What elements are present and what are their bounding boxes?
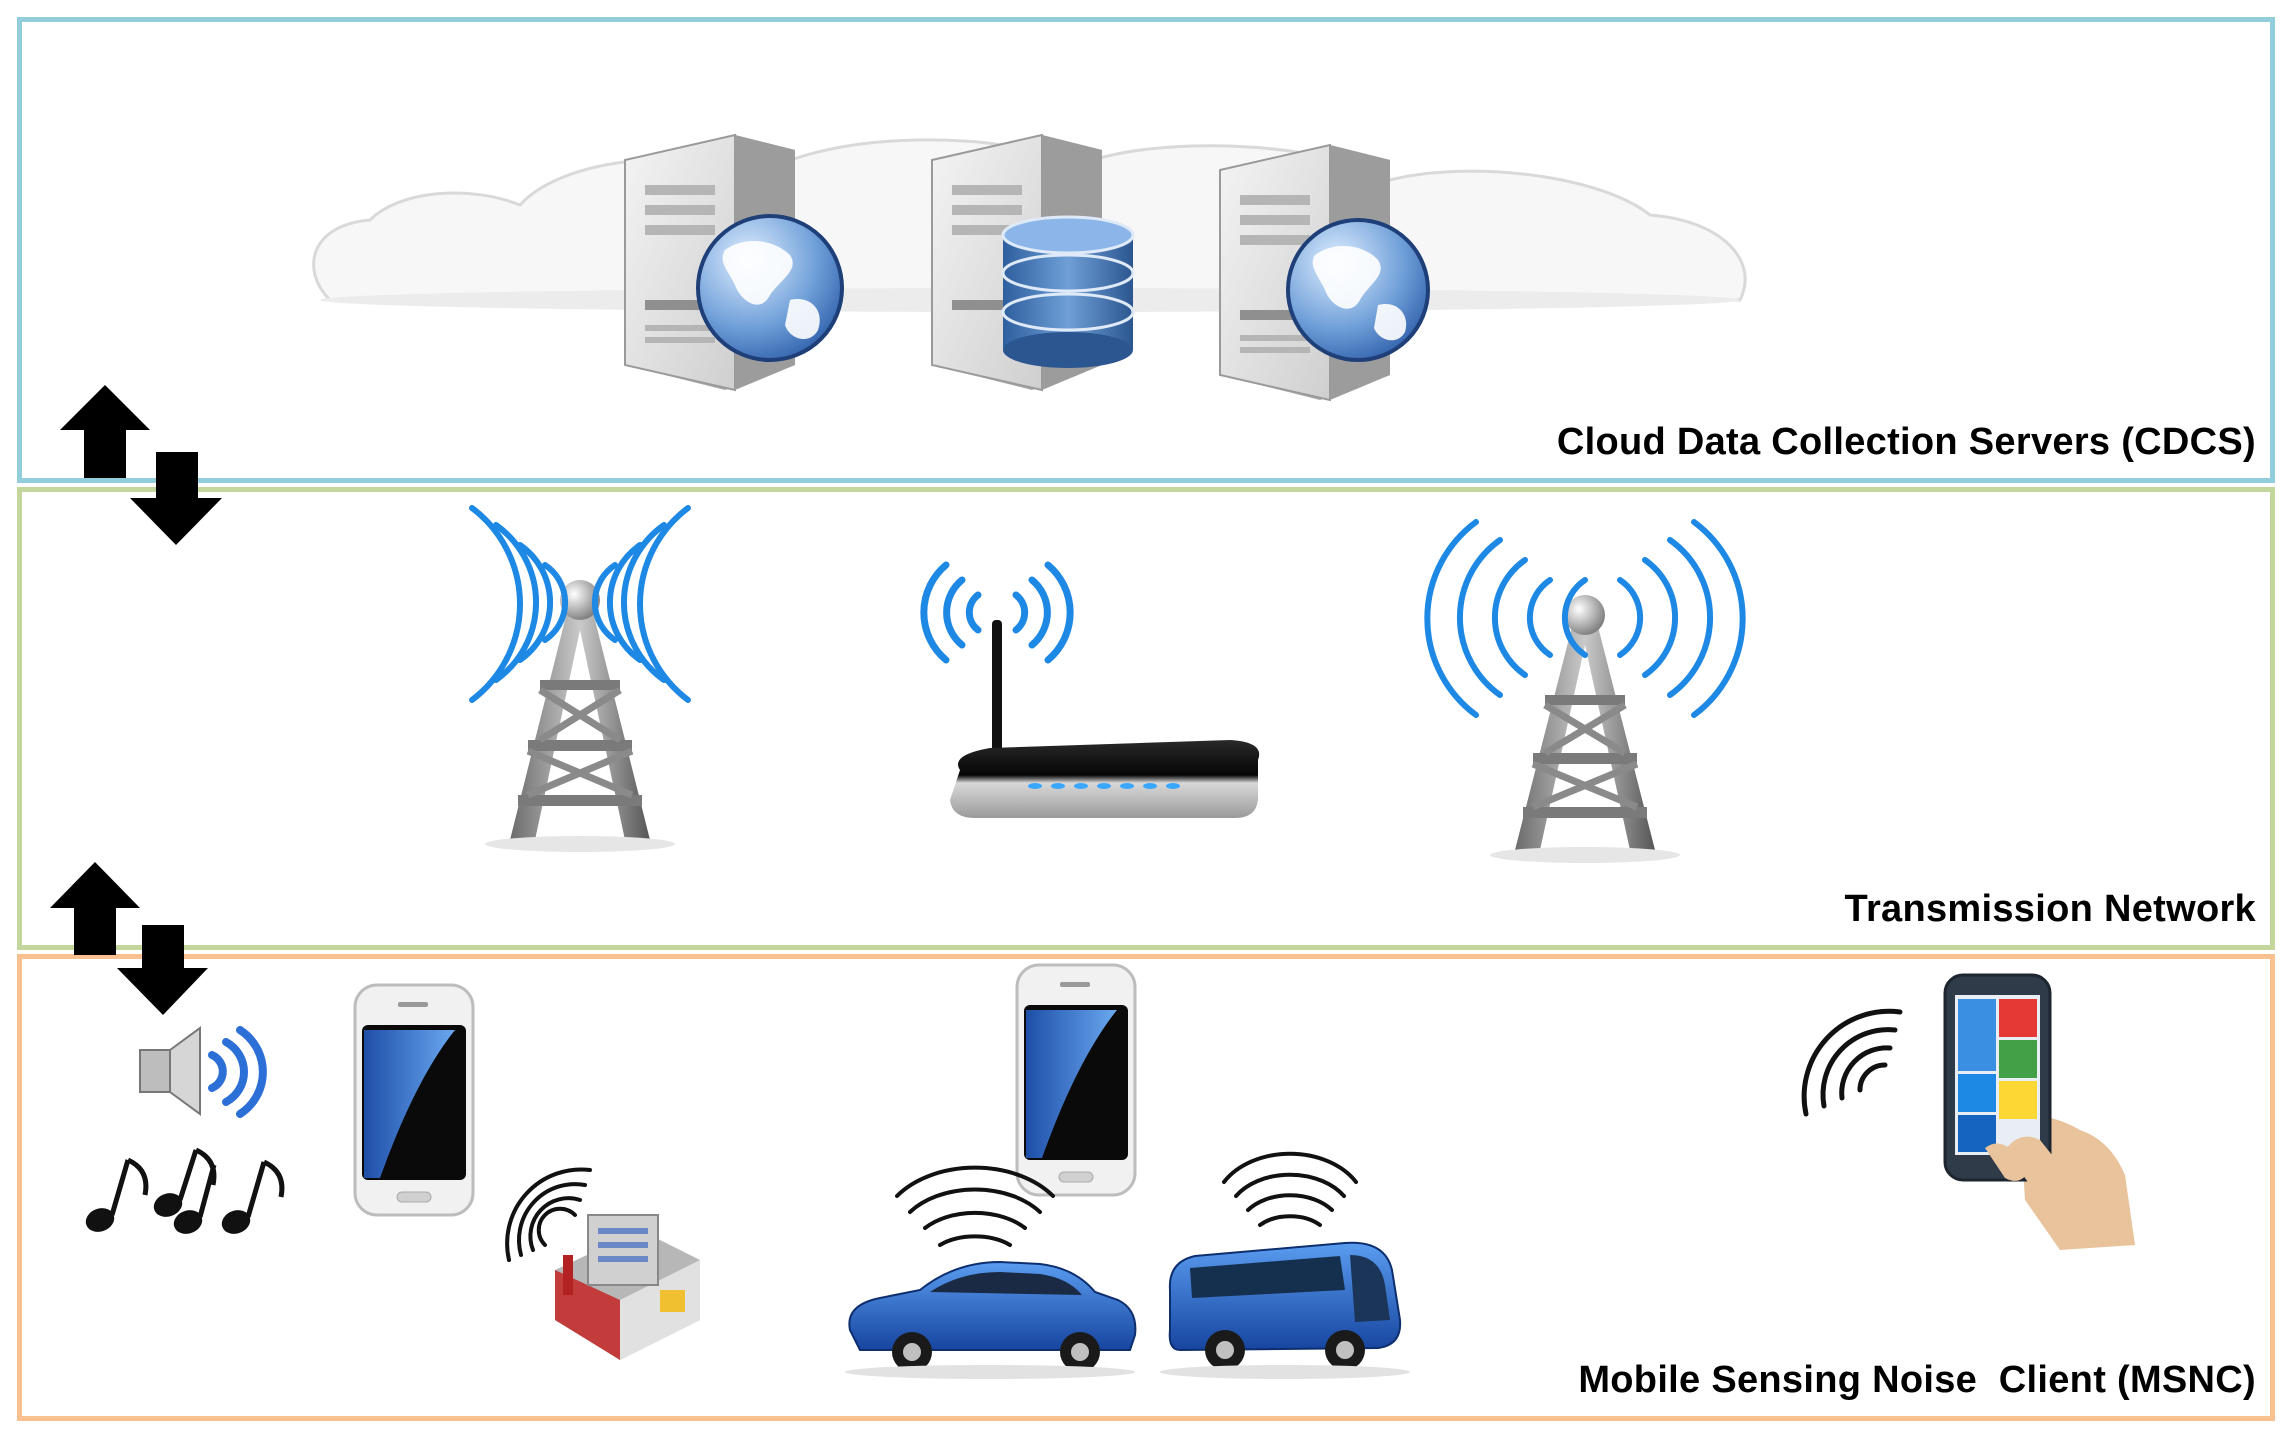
arrow-down-icon [130,452,222,545]
bus-icon [1160,1241,1410,1379]
arrow-up-icon [50,862,140,955]
arrow-up-icon [60,385,150,478]
wifi-router-icon [950,620,1260,818]
car-icon [845,1260,1137,1379]
signal-waves-icon [895,1165,1055,1247]
database-icon [1001,215,1135,368]
msnc-label: Mobile Sensing Noise Client (MSNC) [1578,1359,2256,1401]
cdcs-label: Cloud Data Collection Servers (CDCS) [1556,421,2256,463]
speaker-icon [139,1026,267,1118]
msnc-layer: Mobile Sensing Noise Client (MSNC) [17,954,2275,1421]
signal-waves-icon [505,1167,592,1262]
cell-tower-icon [485,580,675,852]
cell-tower-icon [1490,595,1680,863]
signal-waves-icon [920,561,1074,664]
signal-waves-icon [1222,1151,1358,1227]
smartphone-icon [1015,963,1137,1197]
arrow-down-icon [117,925,208,1015]
cdcs-layer: Cloud Data Collection Servers (CDCS) [17,17,2275,483]
smartphone-icon [353,983,475,1217]
hand-phone-icon [1943,973,2135,1250]
signal-waves-icon [469,505,691,703]
globe-icon [1286,218,1430,362]
signal-waves-icon [1801,1008,1903,1117]
network-label: Transmission Network [1844,888,2256,930]
globe-icon [696,214,844,362]
transmission-network-layer: Transmission Network [17,487,2275,950]
signal-waves-icon [1424,519,1746,718]
factory-icon [555,1214,700,1360]
music-notes-icon [85,1147,285,1234]
